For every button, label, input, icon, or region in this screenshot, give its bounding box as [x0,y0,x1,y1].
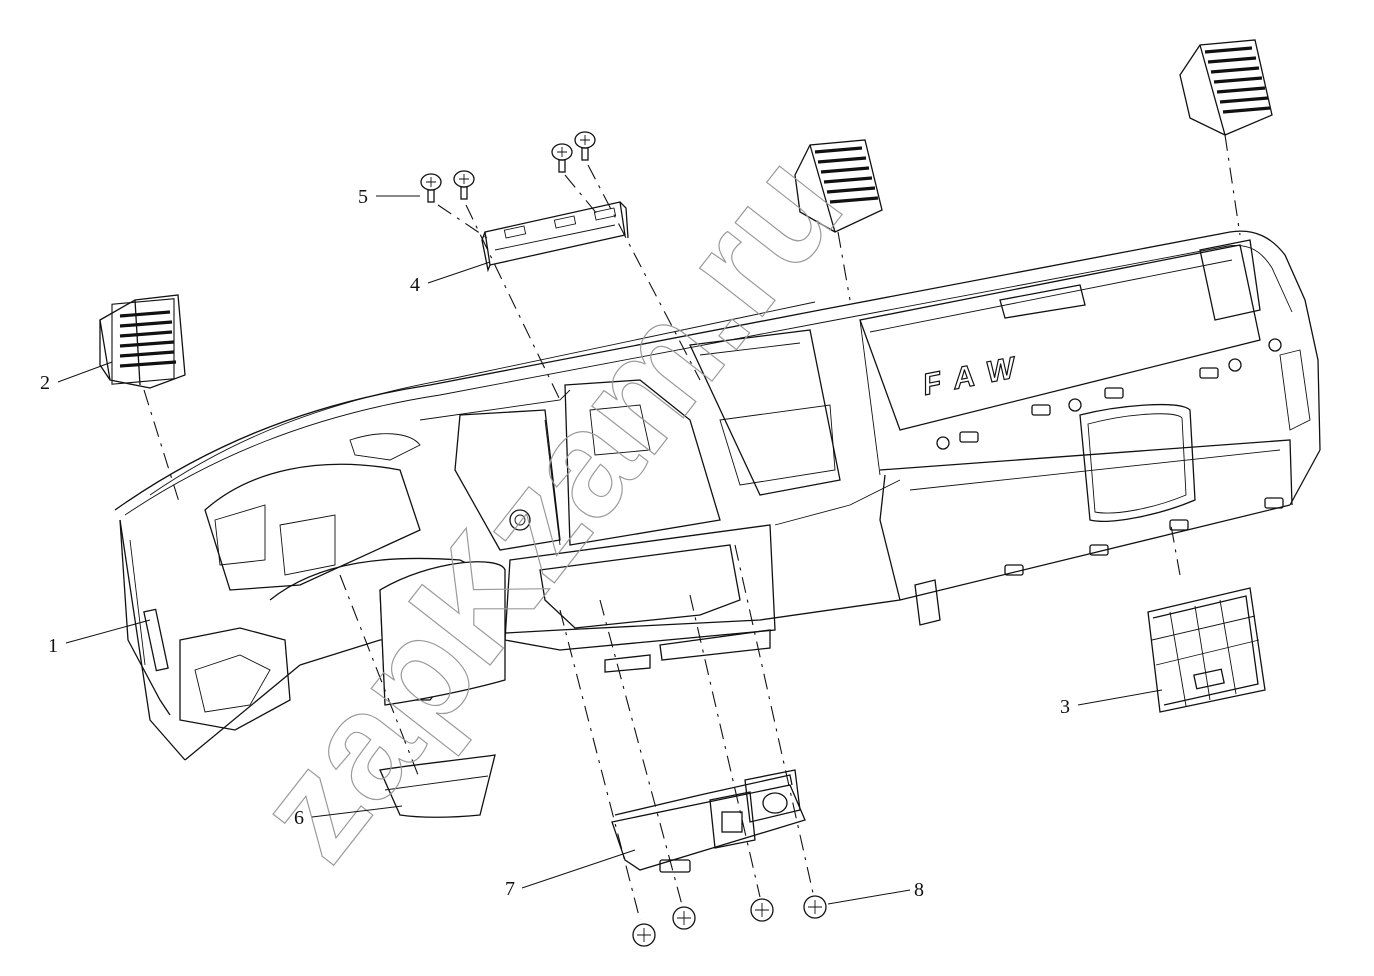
center-air-vent [794,139,883,233]
ashtray-screws [632,895,827,947]
access-cover-plate [1147,587,1266,713]
assembly-lines [143,134,1241,921]
callout-4: 4 [410,274,420,296]
knee-trim-panel [379,561,506,818]
callout-3: 3 [1060,696,1070,718]
callout-7: 7 [505,878,515,900]
callout-2: 2 [40,372,50,394]
brand-mark-text: FAW [920,349,1031,402]
mounting-bracket [481,201,629,273]
callout-1: 1 [48,635,58,657]
callout-labels: 1 2 3 4 5 6 7 8 [40,186,1070,901]
callout-6: 6 [294,807,304,829]
callout-leaders [57,195,1163,905]
left-air-vent [99,294,186,389]
callout-5: 5 [358,186,368,208]
ashtray-assembly [611,769,806,873]
bracket-screws [420,131,596,203]
right-air-vent [1179,39,1273,136]
callout-8: 8 [914,879,924,901]
